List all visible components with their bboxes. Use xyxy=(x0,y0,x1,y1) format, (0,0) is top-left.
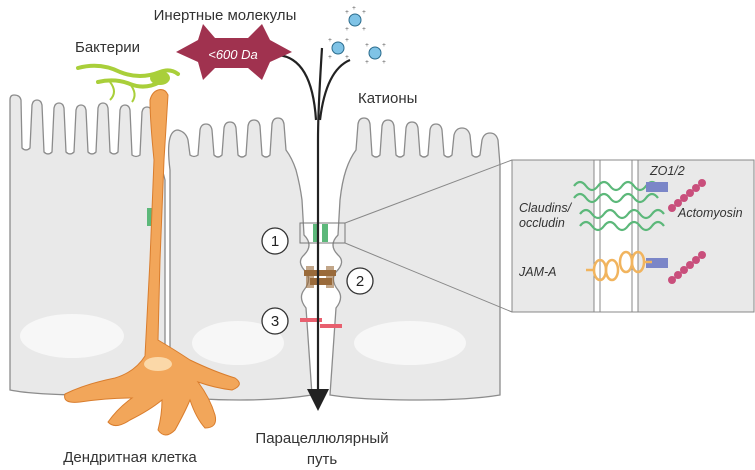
nucleus xyxy=(354,321,466,365)
epithelial-cell-left xyxy=(10,95,165,395)
tight-junction-center xyxy=(313,224,328,242)
nucleus xyxy=(20,314,124,358)
cation-icon: ++ ++ + xyxy=(345,4,366,33)
svg-text:+: + xyxy=(365,58,369,66)
svg-text:+: + xyxy=(345,8,349,16)
zo-label: ZO1/2 xyxy=(649,164,685,178)
bacteria-label: Бактерии xyxy=(75,39,140,56)
inset-tight-junction: ZO1/2 Claudins/ occludin Actomyosin JAM-… xyxy=(512,160,754,312)
claudins-label: Claudins/ xyxy=(519,201,573,215)
svg-text:+: + xyxy=(328,36,332,44)
cations-label: Катионы xyxy=(358,90,417,107)
paracellular-path-label: Парацеллюлярный xyxy=(255,430,388,447)
inert-molecule-star: <600 Da xyxy=(176,24,292,80)
marker-1: 1 xyxy=(262,228,288,254)
svg-text:+: + xyxy=(362,25,366,33)
dendritic-cell-label: Дендритная клетка xyxy=(63,449,197,466)
paracellular-path-label-line2: путь xyxy=(307,451,337,468)
epithelial-cell-right xyxy=(330,118,500,400)
svg-text:3: 3 xyxy=(271,313,279,330)
epithelial-cell-middle xyxy=(169,118,312,400)
adherens-junction xyxy=(304,266,336,288)
svg-text:+: + xyxy=(382,58,386,66)
svg-text:+: + xyxy=(345,25,349,33)
svg-text:+: + xyxy=(365,41,369,49)
actomyosin-label: Actomyosin xyxy=(677,206,743,220)
jam-a-label: JAM-A xyxy=(518,265,557,279)
svg-text:+: + xyxy=(345,53,349,61)
svg-text:+: + xyxy=(362,8,366,16)
cation-icon: + + + + xyxy=(328,36,349,61)
svg-text:+: + xyxy=(382,41,386,49)
inert-molecules-label: Инертные молекулы xyxy=(154,7,297,24)
occludin-label: occludin xyxy=(519,216,565,230)
svg-text:+: + xyxy=(352,4,356,12)
marker-2: 2 xyxy=(347,268,373,294)
size-limit-label: <600 Da xyxy=(208,47,258,62)
svg-text:2: 2 xyxy=(356,273,364,290)
marker-3: 3 xyxy=(262,308,288,334)
cations: ++ ++ + ++ ++ ++ ++ xyxy=(328,4,386,66)
svg-text:+: + xyxy=(328,53,332,61)
cation-icon: + + + + xyxy=(365,41,386,66)
svg-text:1: 1 xyxy=(271,233,279,250)
svg-text:+: + xyxy=(345,36,349,44)
